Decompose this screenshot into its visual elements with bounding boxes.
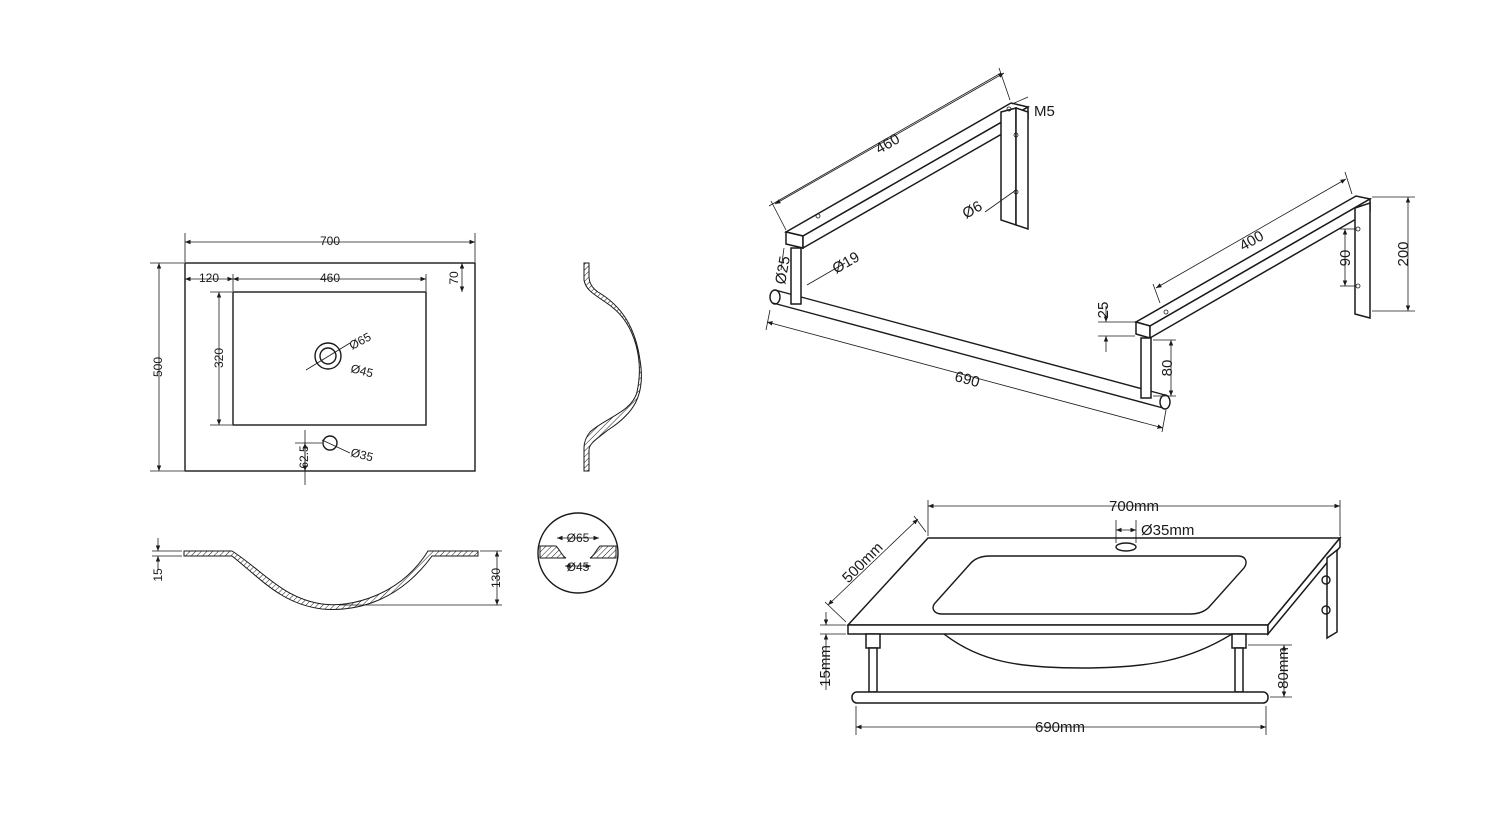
front-section-shape — [183, 550, 479, 610]
countertop-outline — [184, 262, 476, 472]
assembly-thickness: 15mm — [817, 645, 834, 687]
dim-basin-width: 460 — [320, 271, 340, 285]
assembly-bowl — [943, 633, 1233, 669]
assembly-tap-hole — [1115, 542, 1137, 552]
assembly-rail-drop: 80mm — [1275, 647, 1292, 689]
assembly-countertop-top — [846, 537, 1342, 626]
dim-basin-height: 130 — [489, 568, 503, 588]
tap-hole-circle — [322, 435, 338, 451]
dim-bracket-height: 200 — [1395, 241, 1412, 266]
dim-side-margin: 120 — [199, 271, 219, 285]
dim-tap-hole: Ø35 — [349, 445, 375, 464]
drain-inner-circle — [319, 347, 337, 365]
assembly-countertop-front — [847, 624, 1269, 635]
dim-bar-diameter: Ø19 — [830, 249, 863, 278]
dim-top-arm: 460 — [873, 130, 903, 157]
assembly-countertop-side — [1267, 535, 1341, 637]
front-section-view: 15 130 — [151, 538, 503, 610]
dim-depth: 500 — [151, 357, 165, 377]
assembly-towel-rail — [851, 691, 1269, 704]
assembly-width: 700mm — [1109, 498, 1159, 515]
dim-width: 700 — [320, 234, 340, 248]
dim-post-diameter: Ø25 — [772, 255, 794, 286]
frame-isometric-view: 460 M5 Ø6 Ø25 Ø19 690 400 200 90 25 80 — [765, 67, 1415, 433]
detail-hatch-left — [539, 545, 567, 559]
detail-circle — [537, 512, 619, 594]
dim-screw: M5 — [1034, 103, 1055, 120]
basin-outline — [232, 291, 427, 426]
detail-outer: Ø65 — [567, 531, 590, 545]
side-profile-shape — [583, 262, 642, 472]
drain-detail-view: Ø65 Ø45 — [537, 512, 619, 594]
top-view: 700 500 120 460 70 320 Ø65 Ø45 Ø35 62.5 — [150, 233, 476, 485]
assembly-rail-length: 690mm — [1035, 719, 1085, 736]
dim-drain-inner: Ø45 — [349, 361, 375, 380]
assembly-depth: 500mm — [839, 539, 886, 586]
assembly-tap-hole-label: Ø35mm — [1141, 522, 1194, 539]
side-profile-view — [583, 262, 642, 472]
assembly-basin — [932, 555, 1247, 615]
dim-basin-depth: 320 — [212, 348, 226, 368]
dim-hole: Ø6 — [960, 198, 986, 223]
drain-outer-circle — [314, 342, 342, 370]
dim-bar-length: 690 — [953, 368, 982, 391]
dim-post-offset: 25 — [1095, 302, 1112, 319]
dim-back-margin: 70 — [447, 271, 461, 285]
dim-hole-spacing: 90 — [1337, 250, 1354, 267]
detail-inner: Ø45 — [567, 560, 590, 574]
detail-hatch-right — [589, 545, 617, 559]
assembly-wall-bracket — [1326, 548, 1338, 640]
left-arm — [783, 102, 1031, 305]
dim-thickness: 15 — [151, 568, 165, 582]
dim-tap-offset: 62.5 — [297, 445, 311, 469]
assembly-isometric-view: 700mm Ø35mm 500mm 15mm 80mm 690mm — [817, 498, 1342, 736]
dim-post-height: 80 — [1159, 360, 1176, 377]
dim-drain-outer: Ø65 — [347, 329, 374, 352]
